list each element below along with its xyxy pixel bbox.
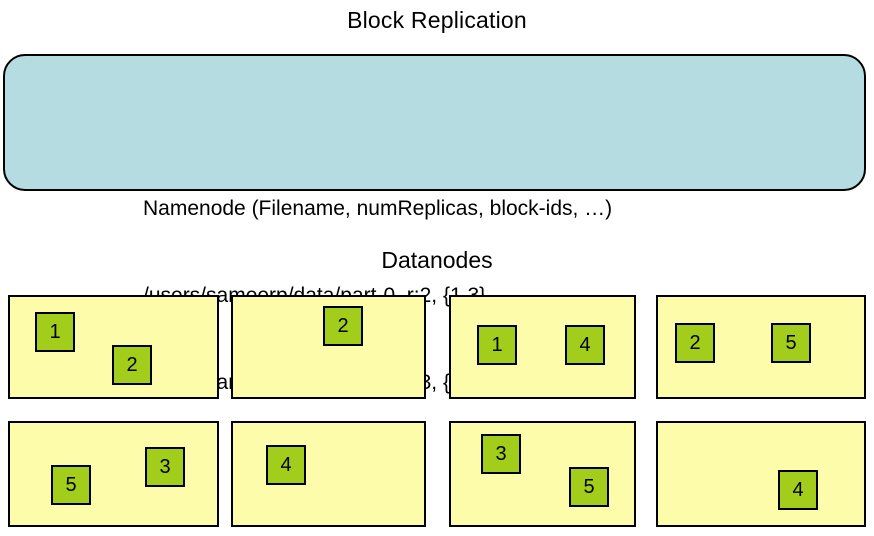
block-3: 3 bbox=[145, 447, 185, 487]
block-4: 4 bbox=[778, 470, 818, 510]
datanodes-label: Datanodes bbox=[381, 247, 493, 273]
namenode-box: Namenode (Filename, numReplicas, block-i… bbox=[3, 54, 866, 394]
block-2: 2 bbox=[675, 323, 715, 363]
namenode-line-1: Namenode (Filename, numReplicas, block-i… bbox=[143, 197, 613, 220]
block-4: 4 bbox=[266, 445, 306, 485]
block-5: 5 bbox=[569, 467, 609, 507]
block-4: 4 bbox=[565, 325, 605, 365]
block-2: 2 bbox=[112, 345, 152, 385]
block-1: 1 bbox=[35, 312, 75, 352]
datanode-2: 2 bbox=[231, 295, 426, 399]
block-2: 2 bbox=[323, 306, 363, 346]
block-1: 1 bbox=[477, 325, 517, 365]
block-5: 5 bbox=[51, 465, 91, 505]
datanode-6: 4 bbox=[231, 421, 426, 527]
page-title: Block Replication bbox=[347, 7, 527, 33]
datanode-8: 4 bbox=[656, 421, 866, 527]
block-5: 5 bbox=[771, 323, 811, 363]
block-3: 3 bbox=[481, 434, 521, 474]
